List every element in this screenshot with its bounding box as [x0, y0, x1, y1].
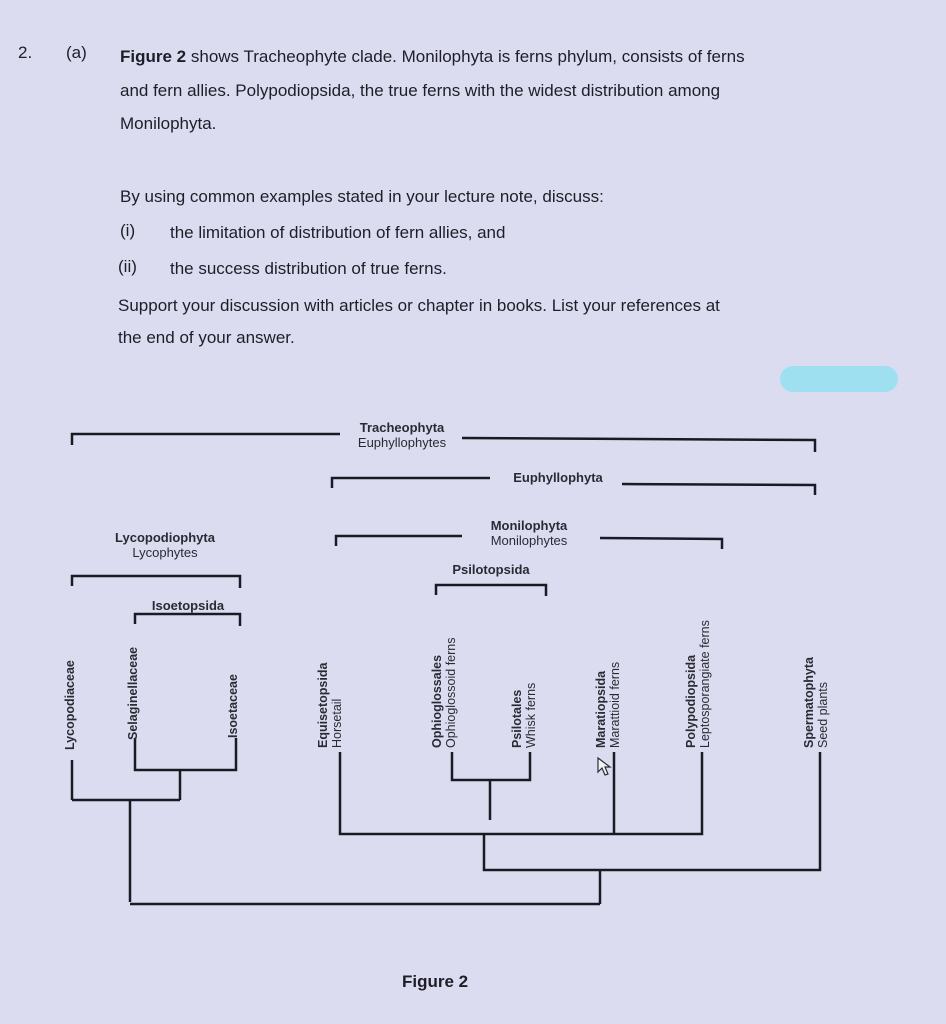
taxon-ophioglossales: Ophioglossales Ophioglossoid ferns	[430, 637, 458, 748]
taxon-selaginellaceae: Selaginellaceae	[126, 646, 140, 740]
clade-psilotopsida: Psilotopsida	[452, 562, 530, 577]
support-line2: the end of your answer.	[118, 328, 295, 347]
taxon-psilotales: Psilotales Whisk ferns	[510, 682, 538, 748]
question-intro-line3: Monilophyta.	[120, 114, 217, 133]
item-ii-num: (ii)	[118, 257, 137, 276]
taxon-maratiopsida: Maratiopsida Marattioid ferns	[594, 661, 622, 748]
question-number: 2.	[18, 43, 33, 62]
highlight-smudge	[780, 366, 898, 392]
support-line1: Support your discussion with articles or…	[118, 296, 720, 315]
taxon-polypodiopsida: Polypodiopsida Leptosporangiate ferns	[684, 620, 712, 748]
taxon-isoetaceae: Isoetaceae	[226, 674, 240, 738]
item-i-num: (i)	[120, 221, 136, 240]
item-i-text: the limitation of distribution of fern a…	[170, 223, 506, 242]
clade-isoetopsida: Isoetopsida	[151, 598, 225, 613]
figure-caption: Figure 2	[402, 972, 469, 991]
instruction: By using common examples stated in your …	[120, 187, 604, 206]
clade-tracheophyta: Tracheophyta Euphyllophytes	[357, 420, 447, 450]
cursor-icon	[597, 756, 612, 776]
question-part: (a)	[66, 43, 87, 62]
taxon-spermatophyta: Spermatophyta Seed plants	[802, 657, 830, 748]
figure-reference: Figure 2	[120, 47, 187, 66]
item-ii-text: the success distribution of true ferns.	[170, 259, 447, 278]
taxon-equisetopsida: Equisetopsida Horsetail	[316, 662, 344, 748]
question-intro-line1: Figure 2 shows Tracheophyte clade. Monil…	[120, 46, 745, 68]
taxon-lycopodiaceae: Lycopodiaceae	[63, 660, 77, 750]
clade-lycopodiophyta: Lycopodiophyta Lycophytes	[115, 530, 215, 560]
clade-monilophyta: Monilophyta Monilophytes	[490, 518, 568, 548]
clade-euphyllophyta: Euphyllophyta	[513, 470, 603, 485]
question-intro-line2: and fern allies. Polypodiopsida, the tru…	[120, 81, 721, 100]
intro-text: shows Tracheophyte clade. Monilophyta is…	[190, 47, 745, 66]
